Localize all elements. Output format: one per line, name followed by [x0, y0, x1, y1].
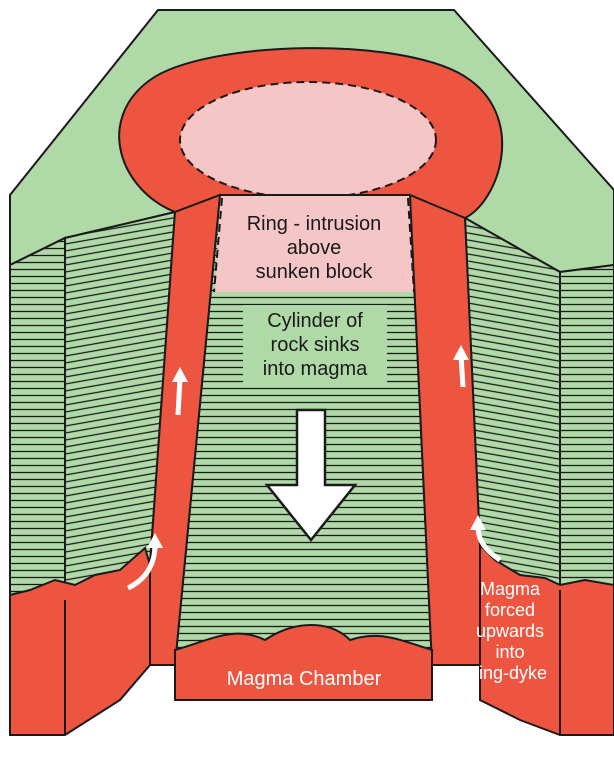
ring-intrusion-label-1: Ring - intrusion: [247, 213, 382, 235]
cylinder-label-3: into magma: [263, 358, 368, 380]
magma-forced-label-1: Magma: [480, 579, 541, 599]
right-outer-face: [560, 265, 614, 595]
magma-forced-label-4: into: [495, 642, 524, 662]
cylinder-label-2: rock sinks: [271, 334, 360, 356]
ring-intrusion-label-2: above: [287, 237, 342, 259]
ring-intrusion-label-3: sunken block: [256, 261, 374, 283]
cylinder-label-1: Cylinder of: [267, 310, 363, 332]
magma-forced-label-5: ring-dyke: [473, 663, 547, 683]
magma-forced-label-3: upwards: [476, 621, 544, 641]
sunken-block-top: [180, 82, 436, 198]
magma-chamber-label: Magma Chamber: [227, 668, 382, 690]
magma-forced-label-2: forced: [485, 600, 535, 620]
left-outer-face: [10, 238, 65, 615]
